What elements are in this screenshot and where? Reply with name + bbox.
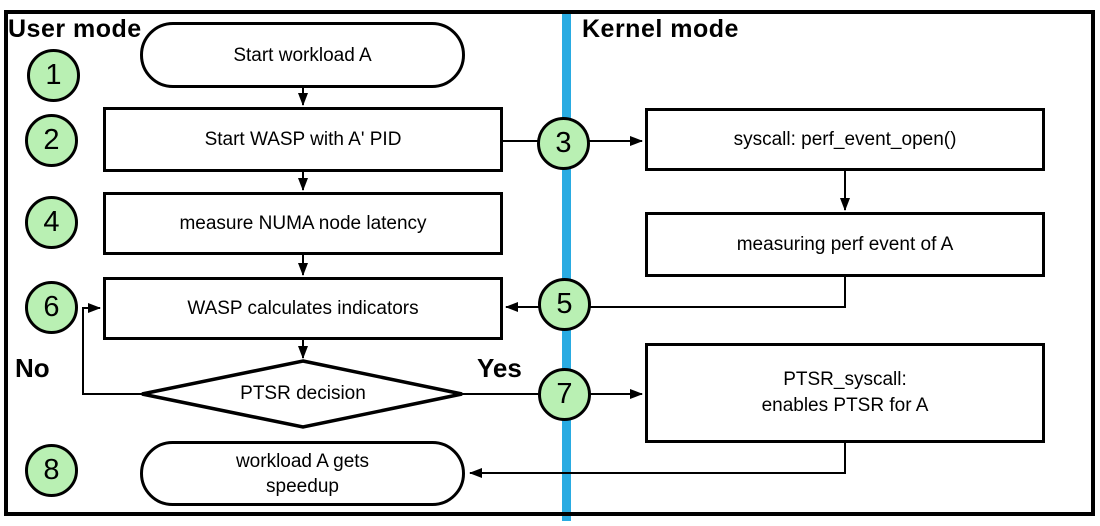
- step-badge-2-number: 2: [43, 124, 60, 156]
- node-syscall-text: syscall: perf_event_open(): [733, 129, 957, 150]
- diagram-frame: [4, 10, 1095, 516]
- node-syscall-perf-event-open: syscall: perf_event_open(): [645, 108, 1045, 171]
- step-badge-6: 6: [25, 281, 78, 334]
- step-badge-6-number: 6: [43, 291, 60, 323]
- arrow-measuring-to-indicators: [505, 277, 846, 312]
- node-ptsr-decision-text: PTSR decision: [240, 383, 366, 404]
- mode-divider-line: [562, 10, 571, 521]
- node-measuring-text: measuring perf event of A: [736, 234, 954, 255]
- user-mode-label: User mode: [8, 15, 142, 43]
- step-badge-5: 5: [538, 278, 591, 331]
- node-ptsr-syscall-line1: PTSR_syscall:: [783, 369, 907, 390]
- node-measure-numa: measure NUMA node latency: [103, 192, 503, 255]
- node-workload-speedup-line1: workload A gets: [235, 450, 370, 472]
- step-badge-4: 4: [25, 196, 78, 249]
- node-measure-numa-text: measure NUMA node latency: [179, 213, 427, 234]
- node-ptsr-syscall: PTSR_syscall: enables PTSR for A: [645, 343, 1045, 443]
- edge-label-yes: Yes: [477, 353, 522, 383]
- node-start-wasp-text: Start WASP with A' PID: [204, 129, 402, 150]
- node-wasp-indicators: WASP calculates indicators: [103, 277, 503, 340]
- step-badge-8: 8: [25, 444, 78, 497]
- node-workload-speedup: workload A gets speedup: [140, 441, 465, 506]
- arrow-ptsr-to-speedup: [469, 443, 846, 478]
- step-badge-7-number: 7: [556, 378, 573, 410]
- step-badge-3: 3: [537, 117, 590, 170]
- step-badge-3-number: 3: [555, 127, 572, 159]
- node-measuring-perf-event: measuring perf event of A: [645, 212, 1045, 277]
- kernel-mode-label: Kernel mode: [582, 15, 739, 43]
- node-start-workload-text: Start workload A: [233, 44, 372, 66]
- step-badge-2: 2: [25, 114, 78, 167]
- node-ptsr-syscall-line2: enables PTSR for A: [761, 395, 929, 416]
- node-workload-speedup-line2: speedup: [266, 475, 339, 497]
- step-badge-1-number: 1: [45, 59, 62, 91]
- node-ptsr-decision: PTSR decision: [183, 380, 423, 408]
- node-start-wasp: Start WASP with A' PID: [103, 107, 503, 172]
- node-wasp-indicators-text: WASP calculates indicators: [187, 298, 419, 319]
- arrow-no-loop: [82, 303, 142, 395]
- decision-diamond-shape: [141, 359, 463, 429]
- step-badge-7: 7: [538, 368, 591, 421]
- step-badge-5-number: 5: [556, 288, 573, 320]
- edge-label-no: No: [15, 353, 50, 383]
- step-badge-8-number: 8: [43, 454, 60, 486]
- node-start-workload: Start workload A: [140, 22, 465, 88]
- step-badge-4-number: 4: [43, 206, 60, 238]
- step-badge-1: 1: [27, 49, 80, 102]
